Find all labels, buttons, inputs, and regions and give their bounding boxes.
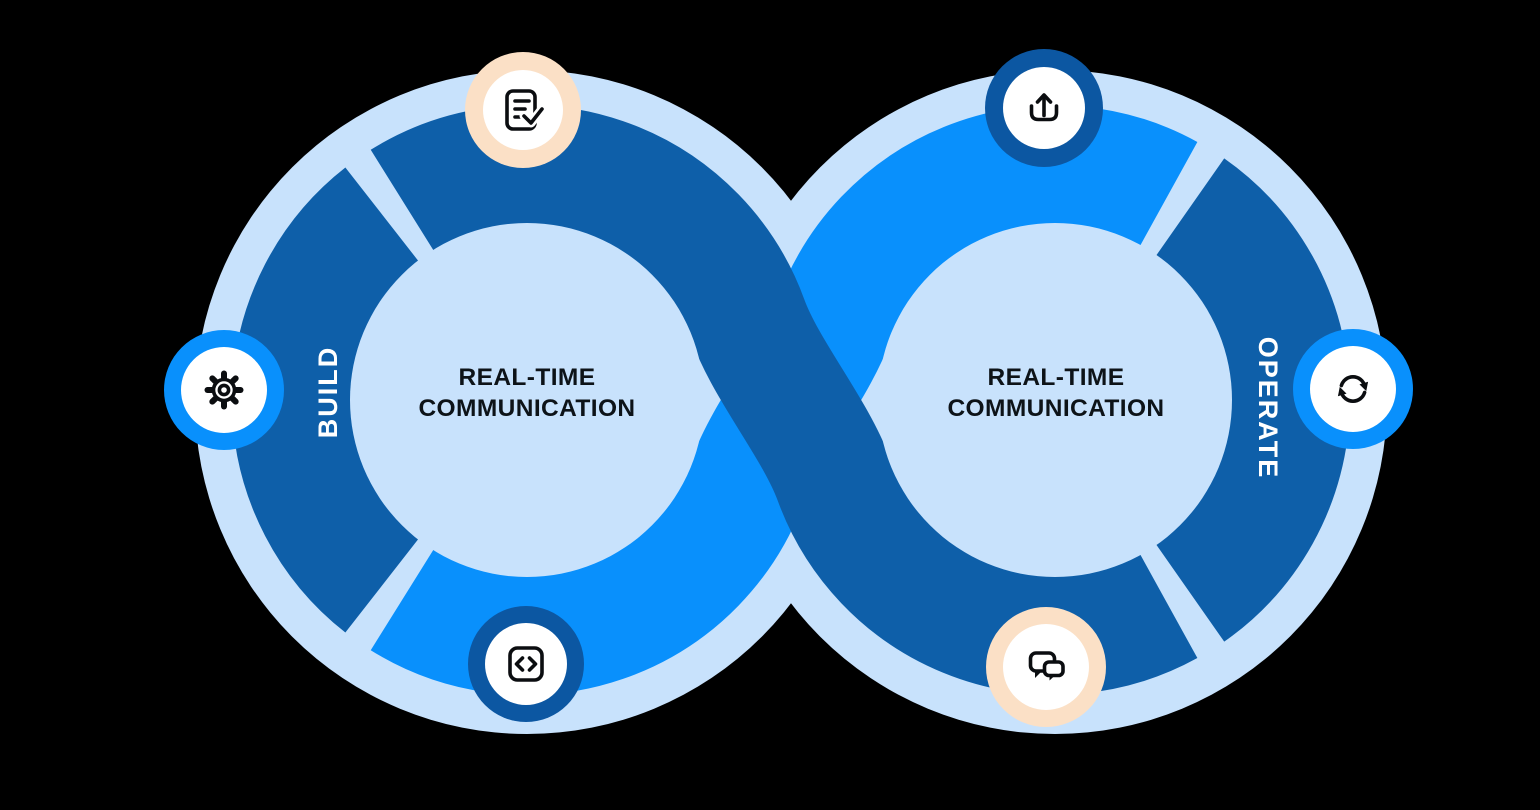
badge-upload (985, 49, 1103, 167)
sync-icon (1337, 375, 1369, 403)
badge-gear (164, 330, 284, 450)
right-center-label-line2: COMMUNICATION (947, 395, 1164, 422)
sync-arrowhead-top (1359, 381, 1369, 392)
left-center-label-line1: REAL-TIME (459, 364, 596, 391)
left-inner-circle (350, 223, 704, 577)
operate-phase-label: OPERATE (1253, 337, 1283, 480)
badge-document-check (465, 52, 581, 168)
sync-disc (1310, 346, 1396, 432)
document-check-icon (505, 89, 547, 131)
code-disc (485, 623, 567, 705)
badge-chat (986, 607, 1106, 727)
badge-sync (1293, 329, 1413, 449)
code-icon (508, 646, 544, 682)
right-inner-circle (878, 223, 1232, 577)
build-phase-label: BUILD (313, 346, 343, 439)
gear-icon (204, 370, 244, 410)
badge-code (468, 606, 584, 722)
upload-icon (1029, 93, 1059, 122)
sync-arrowhead-bottom (1337, 386, 1347, 397)
left-center-label-line2: COMMUNICATION (418, 395, 635, 422)
chat-icon (1028, 651, 1065, 681)
right-center-label-line1: REAL-TIME (988, 364, 1125, 391)
operate-arc-segment (1154, 158, 1350, 642)
build-arc-segment (231, 167, 421, 633)
